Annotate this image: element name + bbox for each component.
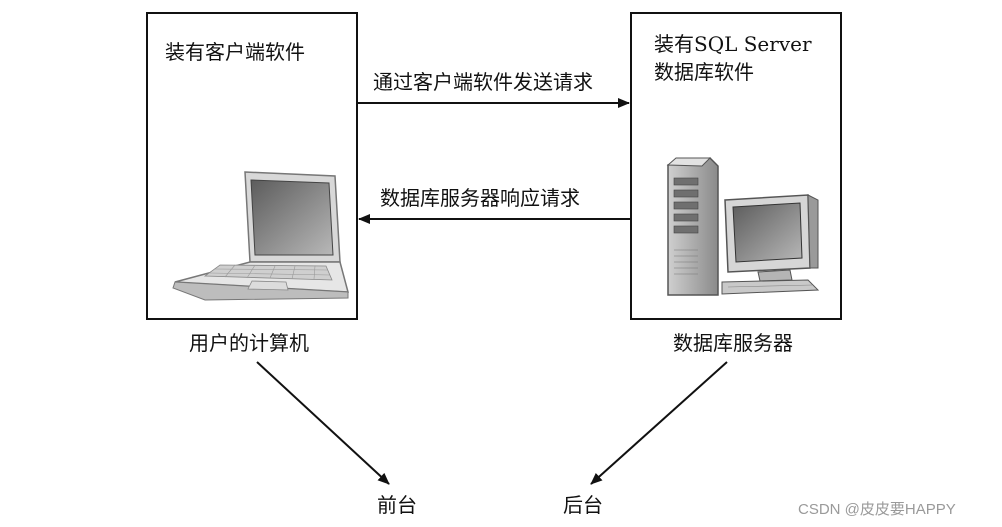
server-computer-icon xyxy=(666,157,820,296)
client-box-title: 装有客户端软件 xyxy=(165,40,305,64)
server-caption: 数据库服务器 xyxy=(673,331,793,355)
laptop-icon xyxy=(172,171,349,301)
frontend-arrow xyxy=(256,361,390,485)
server-box-title-line1: 装有SQL Server xyxy=(654,32,812,56)
watermark: CSDN @皮皮要HAPPY xyxy=(798,501,956,518)
server-box-title-line2: 数据库软件 xyxy=(654,60,754,84)
backend-label: 后台 xyxy=(563,493,603,517)
request-arrow-label: 通过客户端软件发送请求 xyxy=(373,70,593,94)
backend-arrow xyxy=(590,361,728,485)
response-arrow-label: 数据库服务器响应请求 xyxy=(380,186,580,210)
frontend-label: 前台 xyxy=(377,493,417,517)
client-caption: 用户的计算机 xyxy=(189,331,309,355)
